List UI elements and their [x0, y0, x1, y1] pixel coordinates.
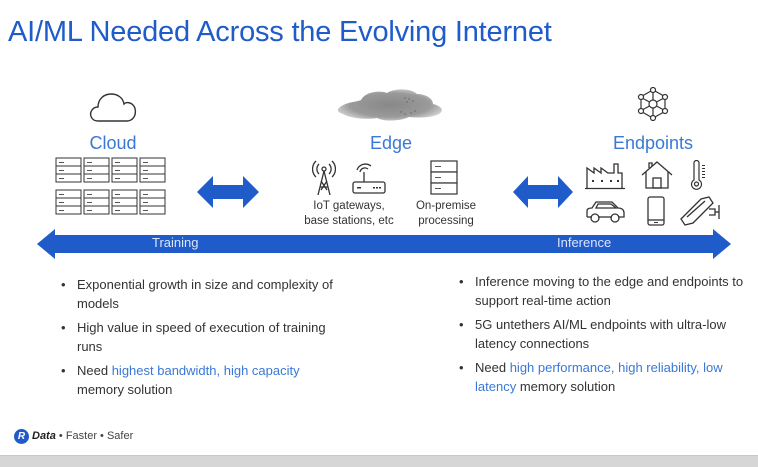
bullet-text: Need — [77, 363, 112, 378]
training-inference-flow-arrow — [37, 229, 731, 259]
endpoints-label: Endpoints — [612, 133, 694, 153]
bullet-text: High value in speed of execution of trai… — [77, 320, 326, 354]
datacenter-servers-icon — [55, 157, 169, 217]
cloud-label: Cloud — [89, 133, 137, 153]
server-rack-icon — [430, 160, 458, 196]
footer-tagline: Data • Faster • Safer — [32, 430, 133, 442]
smartphone-icon — [647, 196, 665, 226]
footer-separator: • — [55, 430, 66, 442]
bullet-text: memory solution — [516, 379, 616, 394]
bullet-text: Need — [475, 360, 510, 375]
network-hub-icon — [635, 86, 671, 122]
bullet-text: Exponential growth in size and complexit… — [77, 277, 333, 311]
caption-line: base stations, etc — [304, 215, 394, 227]
brand-logo-icon: R — [14, 429, 29, 444]
inference-label: Inference — [557, 235, 612, 250]
footer-word: Faster — [65, 430, 97, 442]
bidirectional-arrow-icon — [197, 174, 259, 210]
router-icon — [351, 160, 387, 196]
bullet-item: Need highest bandwidth, high capacity me… — [61, 361, 347, 399]
footer-bar — [0, 455, 758, 467]
bullet-item: Need high performance, high reliability,… — [459, 358, 745, 396]
footer-word: Safer — [106, 430, 134, 442]
thermometer-icon — [689, 160, 707, 190]
security-camera-icon — [679, 195, 723, 227]
bullet-item: High value in speed of execution of trai… — [61, 318, 347, 356]
cell-tower-icon — [312, 160, 336, 196]
iot-gateways-caption: IoT gateways, base stations, etc — [300, 199, 398, 229]
caption-line: On-premise — [415, 200, 477, 212]
edge-label: Edge — [369, 133, 413, 153]
bullet-text: memory solution — [77, 382, 173, 397]
bullet-item: 5G untethers AI/ML endpoints with ultra-… — [459, 315, 745, 353]
slide-title: AI/ML Needed Across the Evolving Interne… — [8, 16, 552, 48]
training-label: Training — [152, 235, 199, 250]
bullet-item: Exponential growth in size and complexit… — [61, 275, 347, 313]
bidirectional-arrow-icon — [513, 174, 573, 210]
inference-bullets: Inference moving to the edge and endpoin… — [455, 272, 745, 401]
bullet-highlight: high performance, high reliability, low … — [475, 360, 723, 394]
bullet-item: Inference moving to the edge and endpoin… — [459, 272, 745, 310]
caption-line: processing — [418, 215, 474, 227]
bullet-text: Inference moving to the edge and endpoin… — [475, 274, 744, 308]
house-icon — [640, 160, 674, 190]
cloud-outline-icon — [88, 90, 138, 124]
bullet-highlight: highest bandwidth, high capacity — [111, 363, 300, 378]
footer-brand: Data — [32, 430, 56, 442]
training-bullets: Exponential growth in size and complexit… — [57, 275, 347, 404]
factory-icon — [585, 162, 625, 190]
bullet-text: 5G untethers AI/ML endpoints with ultra-… — [475, 317, 726, 351]
footer-separator: • — [97, 430, 107, 442]
car-icon — [584, 199, 626, 225]
on-premise-caption: On-premise processing — [408, 199, 484, 229]
gray-cloud-icon — [335, 84, 447, 124]
caption-line: IoT gateways, — [313, 200, 385, 212]
